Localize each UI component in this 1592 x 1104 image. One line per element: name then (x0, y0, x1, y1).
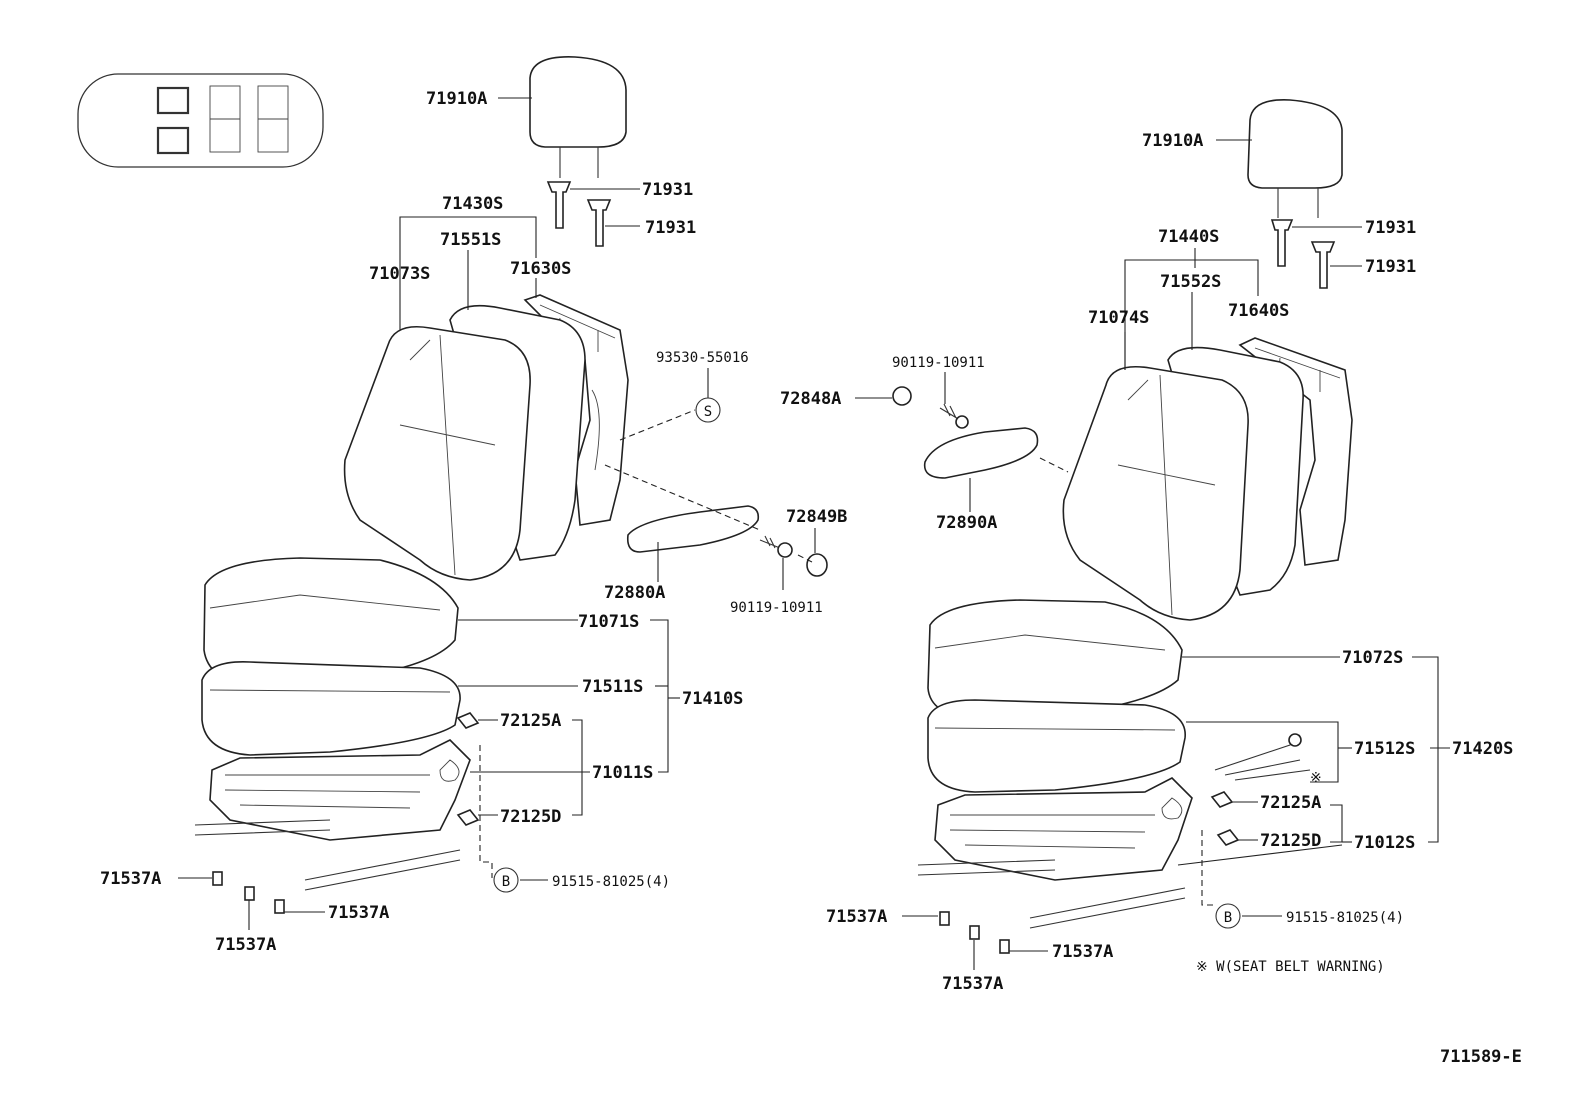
left-labels: 71910A 71931 71931 71430S 71551S 71073S … (100, 89, 847, 955)
part-label: 71931 (642, 180, 693, 200)
marker-b-text: B (502, 874, 510, 890)
part-label: 71537A (215, 935, 276, 955)
right-back-cover-shape (1062, 366, 1249, 621)
right-adjuster-shape (934, 777, 1193, 881)
right-cushion-pad-shape (927, 699, 1186, 793)
part-label: 71537A (1052, 942, 1113, 962)
part-label: 71071S (578, 612, 639, 632)
part-label: 71430S (442, 194, 503, 214)
marker-s-text: S (704, 404, 712, 420)
part-label: 71011S (592, 763, 653, 783)
part-label: 72890A (936, 513, 997, 533)
right-labels: 71910A 71931 71931 71440S 71552S 71074S … (780, 131, 1513, 994)
left-headrest-shape (529, 56, 627, 148)
part-label: 71537A (328, 903, 389, 923)
left-cushion-pad-shape (201, 661, 461, 756)
right-back-frame-shape (1238, 337, 1353, 566)
marker-b-right: B (1215, 903, 1241, 929)
left-back-frame-shape (523, 294, 629, 526)
part-label: 72848A (780, 389, 841, 409)
part-label: 71910A (1142, 131, 1203, 151)
right-armrest-shape (923, 427, 1039, 479)
left-back-cover-shape (343, 326, 531, 581)
marker-b-left: B (493, 867, 519, 893)
part-label: 71420S (1452, 739, 1513, 759)
part-label: 71074S (1088, 308, 1149, 328)
part-label: 72125D (1260, 831, 1321, 851)
part-label: 71931 (1365, 257, 1416, 277)
marker-s-left: S (695, 397, 721, 423)
left-adjuster-shape (209, 739, 471, 841)
document-code: 711589-E (1440, 1047, 1522, 1067)
part-label: 71511S (582, 677, 643, 697)
part-label: 72125A (500, 711, 561, 731)
part-label: 91515-81025(4) (552, 874, 670, 890)
part-label: 71512S (1354, 739, 1415, 759)
part-label: 90119-10911 (892, 355, 985, 371)
part-label: 72849B (786, 507, 847, 527)
part-label: 72880A (604, 583, 665, 603)
part-label: 71410S (682, 689, 743, 709)
part-label: 71537A (100, 869, 161, 889)
part-label: 71012S (1354, 833, 1415, 853)
part-label: 71440S (1158, 227, 1219, 247)
left-leaders (178, 97, 816, 930)
right-seat-drawing (892, 99, 1353, 954)
left-armrest-shape (626, 505, 760, 553)
part-label: 71537A (826, 907, 887, 927)
part-label: 72125D (500, 807, 561, 827)
part-label: 71931 (1365, 218, 1416, 238)
part-label: 71552S (1160, 272, 1221, 292)
part-label: 71537A (942, 974, 1003, 994)
part-label: 90119-10911 (730, 600, 823, 616)
warning-mark: ※ (1310, 770, 1322, 786)
part-label: 93530-55016 (656, 350, 749, 366)
part-label: 72125A (1260, 793, 1321, 813)
part-label: 71072S (1342, 648, 1403, 668)
right-headrest-shape (1247, 99, 1343, 189)
part-label: 71073S (369, 264, 430, 284)
part-label: 71640S (1228, 301, 1289, 321)
right-leaders (855, 139, 1450, 970)
part-label: 71931 (645, 218, 696, 238)
seat-belt-warning-note: ※ W(SEAT BELT WARNING) (1196, 959, 1385, 975)
part-label: 71630S (510, 259, 571, 279)
seat-layout-icon (77, 73, 324, 168)
left-seat-drawing (194, 56, 828, 914)
marker-b-text: B (1224, 910, 1232, 926)
part-label: 91515-81025(4) (1286, 910, 1404, 926)
part-label: 71551S (440, 230, 501, 250)
part-label: 71910A (426, 89, 487, 109)
